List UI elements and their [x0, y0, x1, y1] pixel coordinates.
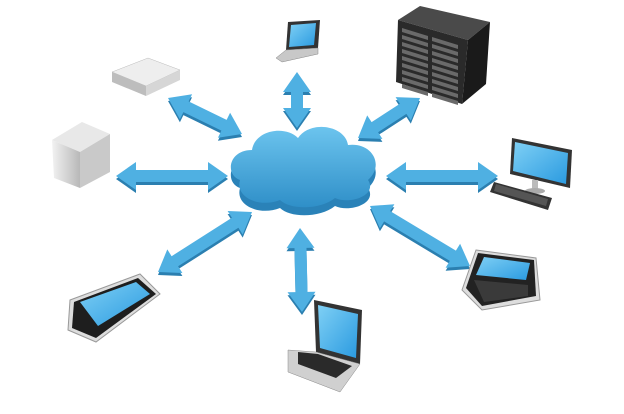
rack-slot [402, 70, 428, 82]
rack-slot [402, 84, 428, 96]
laptop-icon [275, 20, 320, 63]
rack-slot [402, 77, 428, 89]
rack-slot [432, 79, 458, 91]
rack-slot [402, 56, 428, 68]
rack-slot [402, 42, 428, 54]
desktop-monitor-icon [490, 138, 572, 210]
smartphone-icon [461, 249, 541, 311]
double-arrow-icon [116, 162, 228, 190]
double-arrow-icon [386, 162, 498, 190]
double-arrow-icon [370, 204, 470, 268]
rack-slot [432, 44, 458, 56]
smartphone-icon [67, 273, 161, 343]
laptop-icon [287, 300, 362, 393]
rack-slot [432, 86, 458, 98]
double-arrow-icon [358, 97, 420, 139]
rack-slot [402, 63, 428, 75]
rack-slot [432, 93, 458, 105]
cloud-icon [230, 126, 376, 216]
double-arrow-icon [158, 211, 252, 273]
rack-slot [432, 72, 458, 84]
rack-slot [432, 58, 458, 70]
rack-slot [432, 51, 458, 63]
double-arrow-icon [283, 72, 311, 128]
double-arrow-icon [286, 228, 316, 312]
rack-slot [402, 35, 428, 47]
tower-server-icon [52, 122, 110, 188]
network-storage-icon [111, 57, 181, 96]
server-rack-icon [396, 6, 490, 105]
rack-slot [432, 65, 458, 77]
rack-slot [402, 28, 428, 40]
arrows-group [116, 72, 498, 315]
rack-slot [402, 49, 428, 61]
rack-slot [432, 37, 458, 49]
double-arrow-icon [168, 94, 242, 138]
